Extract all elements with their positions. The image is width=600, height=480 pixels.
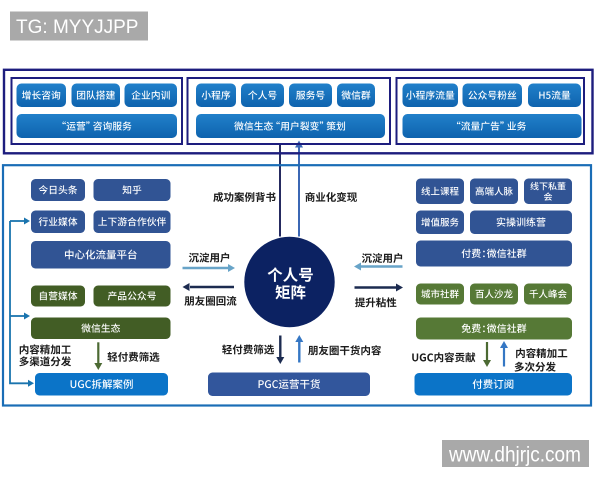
svg-text:www.dhjrjc.com: www.dhjrjc.com [448, 444, 581, 467]
svg-text:TG: MYYJJPP: TG: MYYJJPP [16, 17, 138, 38]
